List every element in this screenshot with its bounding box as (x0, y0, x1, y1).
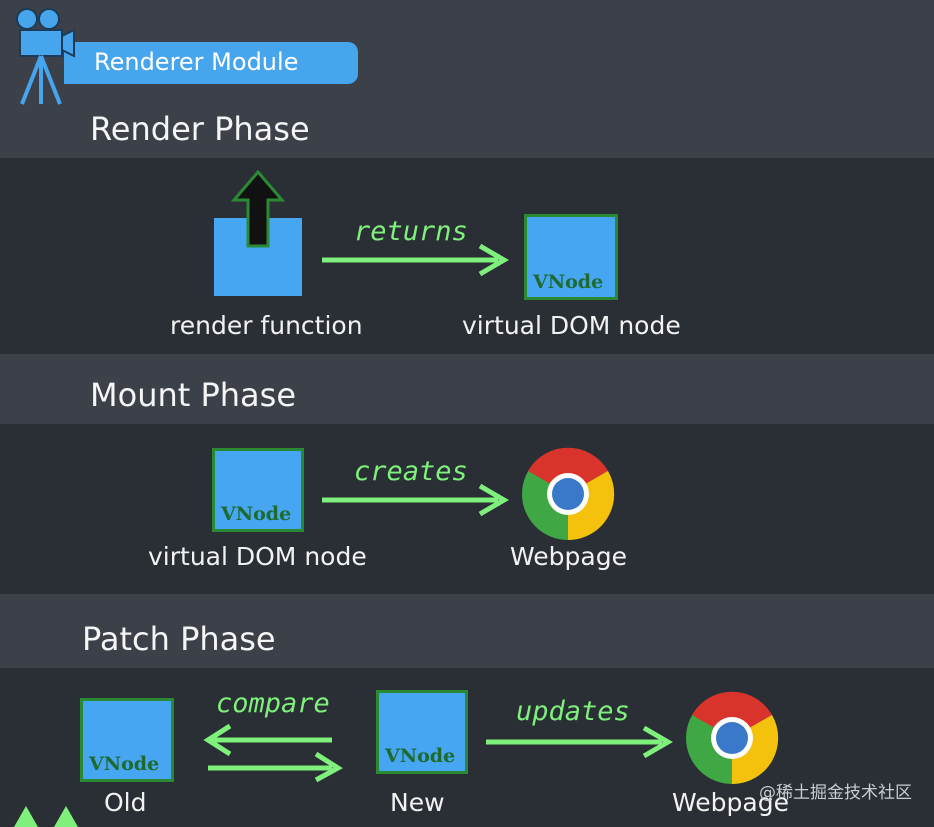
old-vnode-box: VNode (80, 698, 174, 782)
new-label: New (390, 788, 445, 817)
render-vnode-box: VNode (524, 214, 618, 300)
old-label: Old (104, 788, 147, 817)
watermark: @稀土掘金技术社区 (759, 783, 912, 803)
new-vnode-box-text: VNode (385, 745, 456, 767)
compare-arrows (203, 723, 343, 783)
mount-phase-title: Mount Phase (90, 376, 297, 414)
render-virtual-dom-label: virtual DOM node (462, 311, 681, 340)
mount-vnode-box-text: VNode (221, 503, 292, 525)
renderer-module-badge: Renderer Module (64, 42, 358, 84)
compare-verb: compare (216, 688, 330, 719)
render-vnode-box-text: VNode (533, 271, 604, 293)
render-phase-title: Render Phase (90, 110, 310, 148)
returns-verb: returns (354, 216, 468, 247)
mount-phase-band (0, 424, 934, 594)
updates-verb: updates (516, 696, 630, 727)
old-vnode-box-text: VNode (89, 753, 160, 775)
patch-webpage-label: Webpage (672, 788, 789, 817)
movie-camera-icon (16, 8, 75, 105)
renderer-module-label: Renderer Module (94, 48, 299, 76)
patch-phase-title: Patch Phase (82, 620, 276, 658)
triangle-decoration (14, 806, 78, 827)
chrome-icon-patch (686, 691, 779, 785)
render-phase-band (0, 158, 934, 354)
render-function-label: render function (170, 311, 363, 340)
creates-arrow (322, 483, 509, 517)
chrome-icon (522, 447, 615, 541)
mount-virtual-dom-label: virtual DOM node (148, 542, 367, 571)
returns-arrow (322, 243, 509, 277)
updates-arrow (486, 725, 673, 759)
mount-vnode-box: VNode (212, 448, 304, 532)
up-arrow-icon (230, 169, 286, 248)
new-vnode-box: VNode (376, 690, 468, 774)
creates-verb: creates (354, 456, 468, 487)
mount-webpage-label: Webpage (510, 542, 627, 571)
